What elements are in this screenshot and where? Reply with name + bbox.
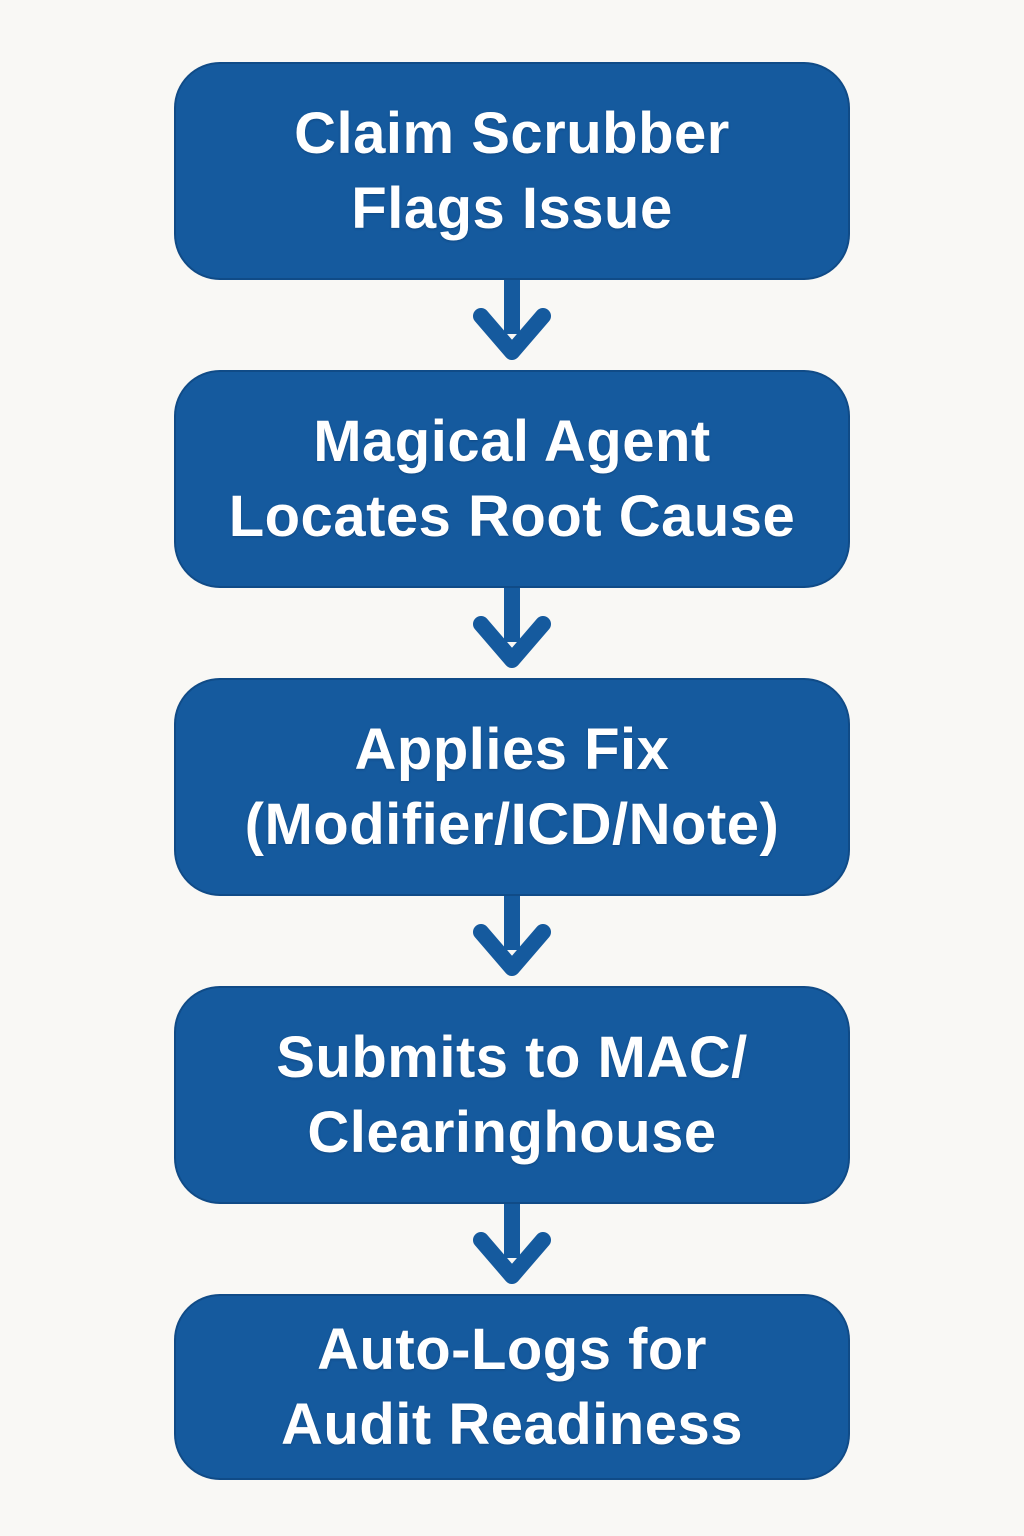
flow-node-auto-logs-for-audit-readiness: Auto-Logs for Audit Readiness bbox=[174, 1294, 850, 1480]
flowchart: Claim Scrubber Flags Issue Magical Agent… bbox=[174, 62, 850, 1480]
flow-connector-2 bbox=[457, 588, 567, 678]
arrow-down-icon bbox=[473, 280, 551, 360]
flow-connector-3 bbox=[457, 896, 567, 986]
flow-connector-1 bbox=[457, 280, 567, 370]
flow-node-claim-scrubber-flags-issue: Claim Scrubber Flags Issue bbox=[174, 62, 850, 280]
flow-node-submits-to-mac-clearinghouse: Submits to MAC/ Clearinghouse bbox=[174, 986, 850, 1204]
flow-node-applies-fix: Applies Fix (Modifier/ICD/Note) bbox=[174, 678, 850, 896]
arrow-down-icon bbox=[473, 588, 551, 668]
flow-connector-4 bbox=[457, 1204, 567, 1294]
arrow-down-icon bbox=[473, 1204, 551, 1284]
flow-node-magical-agent-locates-root-cause: Magical Agent Locates Root Cause bbox=[174, 370, 850, 588]
arrow-down-icon bbox=[473, 896, 551, 976]
